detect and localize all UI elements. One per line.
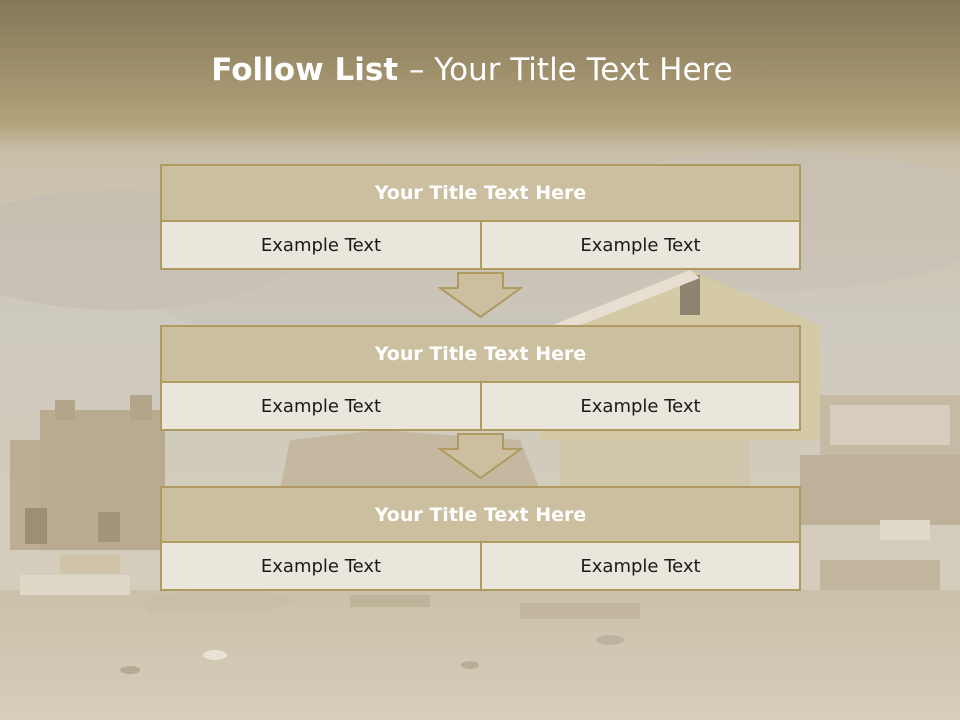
block-cell-right[interactable]: Example Text [480,381,801,431]
slide-title-bold: Follow List [211,52,409,88]
block-title[interactable]: Your Title Text Here [160,486,801,544]
block-title[interactable]: Your Title Text Here [160,164,801,222]
down-arrow-icon [438,272,523,318]
block-cell-left[interactable]: Example Text [160,381,482,431]
block-title[interactable]: Your Title Text Here [160,325,801,383]
down-arrow-icon [438,433,523,479]
slide-title-rest: – Your Title Text Here [408,52,733,88]
block-cell-left[interactable]: Example Text [160,220,482,270]
block-cell-right[interactable]: Example Text [480,541,801,591]
list-block-3: Your Title Text Here Example Text Exampl… [160,486,801,594]
block-cell-right[interactable]: Example Text [480,220,801,270]
block-cell-left[interactable]: Example Text [160,541,482,591]
slide-title: Follow List – Your Title Text Here [0,52,944,88]
list-block-1: Your Title Text Here Example Text Exampl… [160,164,801,272]
list-block-2: Your Title Text Here Example Text Exampl… [160,325,801,433]
